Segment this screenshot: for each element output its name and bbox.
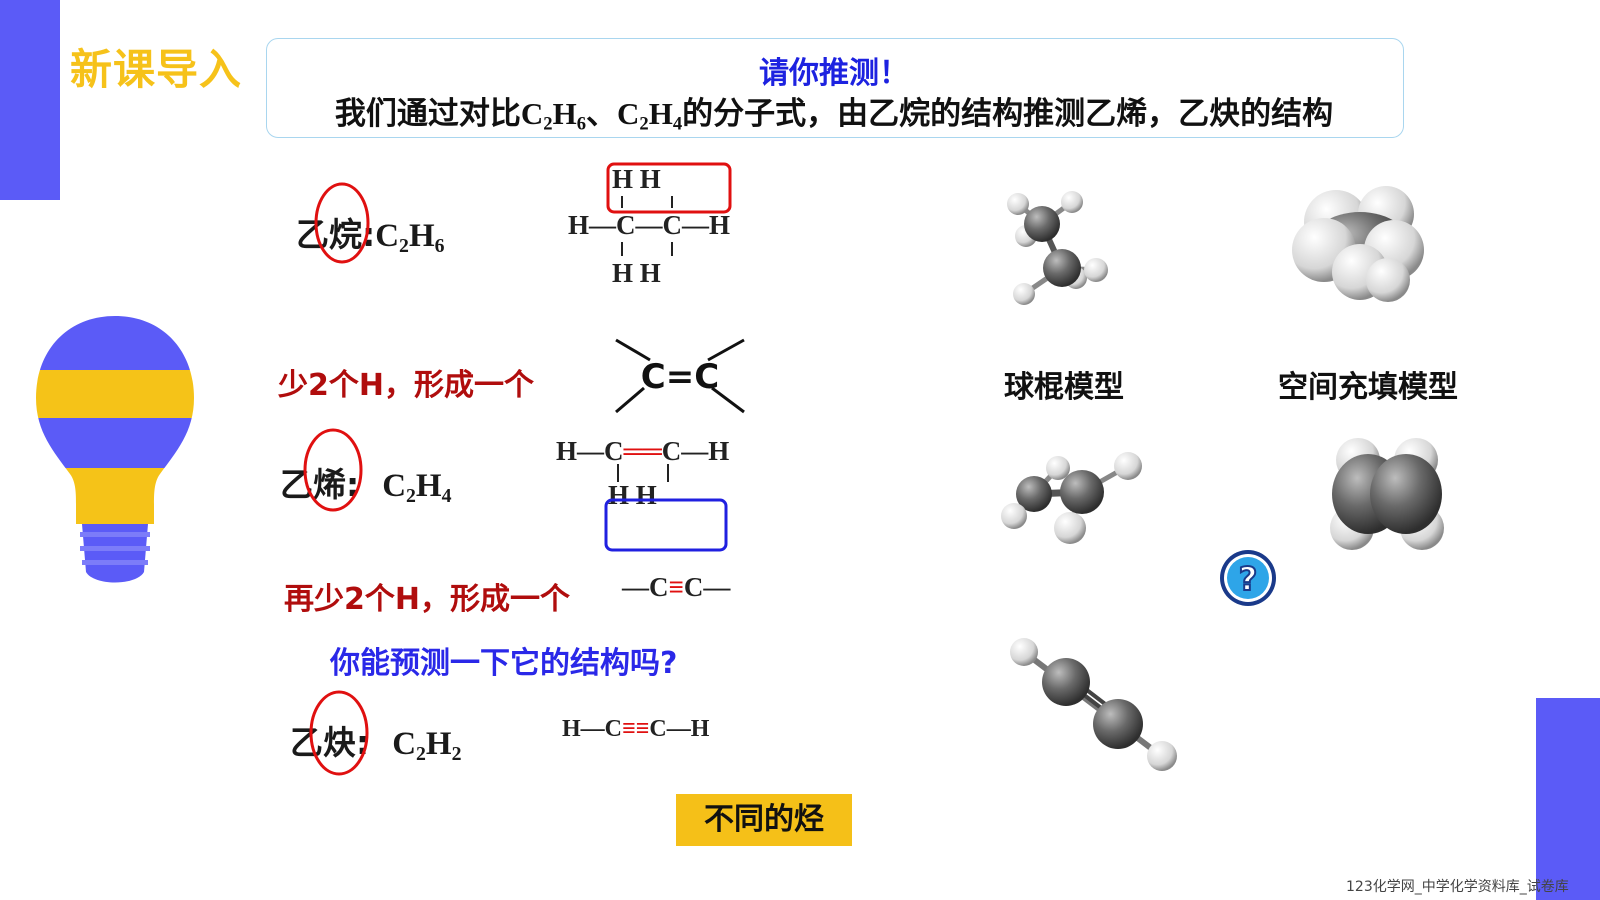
step1-text: 少2个H，形成一个 — [278, 368, 534, 403]
left-accent-bar — [0, 0, 60, 200]
section-title: 新课导入 — [70, 45, 243, 94]
step2-text: 再少2个H，形成一个 — [284, 582, 570, 617]
header-line-part1: 我们通过对比 — [334, 96, 521, 132]
ethylene-formula: 乙烯: C2H4 — [280, 465, 452, 507]
ethylene-bond-lines — [617, 464, 669, 482]
ethylene-space-filling-model — [1330, 438, 1444, 550]
ethane-ball-stick-model — [1007, 191, 1108, 305]
ethylene-name: 乙烯: — [280, 465, 360, 504]
question-icon: ? — [1220, 550, 1276, 606]
ethane-space-filling-model — [1292, 186, 1424, 302]
acetylene-red-circle — [309, 690, 369, 776]
ball-stick-label: 球棍模型 — [1004, 370, 1124, 405]
header-formula-c2h4: C2H4 — [617, 96, 683, 135]
ethane-red-circle — [314, 182, 370, 264]
header-formula-c2h6: C2H6 — [520, 96, 586, 135]
double-bond-diagram: C=C — [615, 338, 745, 414]
ethane-red-box — [606, 162, 732, 214]
acetylene-formula: 乙炔: C2H2 — [290, 723, 462, 765]
acetylene-name: 乙炔: — [290, 723, 370, 762]
header-line-part2: 的分子式，由乙烷的结构推测乙烯，乙炔的结构 — [682, 96, 1334, 132]
svg-text:?: ? — [1239, 560, 1258, 598]
predict-text: 你能预测一下它的结构吗? — [330, 646, 678, 681]
hydrocarbons-tag: 不同的烃 — [676, 794, 852, 846]
header-question: 请你推测！ — [759, 56, 909, 91]
double-bond-label: C=C — [641, 357, 719, 397]
ethylene-red-circle — [303, 428, 363, 512]
ethane-bond-lines — [621, 196, 673, 256]
acetylene-struct: H—C≡≡C—H — [562, 716, 710, 742]
header-sep: 、 — [586, 96, 617, 132]
ethylene-ball-stick-model — [1001, 452, 1142, 544]
triple-bond-fragment: —C≡C— — [622, 572, 731, 602]
right-accent-bar — [1536, 698, 1600, 900]
ethylene-blue-box — [604, 498, 728, 552]
header-box — [266, 38, 1404, 138]
space-filling-label: 空间充填模型 — [1278, 370, 1458, 405]
footer-source: 123化学网_中学化学资料库_试卷库 — [1346, 879, 1569, 895]
lightbulb-icon — [36, 316, 194, 583]
ethane-struct-mid: H—C—C—H — [568, 210, 730, 240]
ethylene-struct-bottom: H H — [608, 480, 657, 510]
ethane-struct-bottom: H H — [612, 258, 661, 288]
acetylene-ball-stick-model — [1010, 638, 1177, 771]
ethane-formula: 乙烷:C2H6 — [296, 215, 445, 257]
ethane-struct-top: H H — [612, 164, 661, 194]
header-line: 我们通过对比C2H6、C2H4的分子式，由乙烷的结构推测乙烯，乙炔的结构 — [266, 88, 1402, 133]
ethylene-struct-mid: H—C══C—H — [556, 436, 730, 466]
